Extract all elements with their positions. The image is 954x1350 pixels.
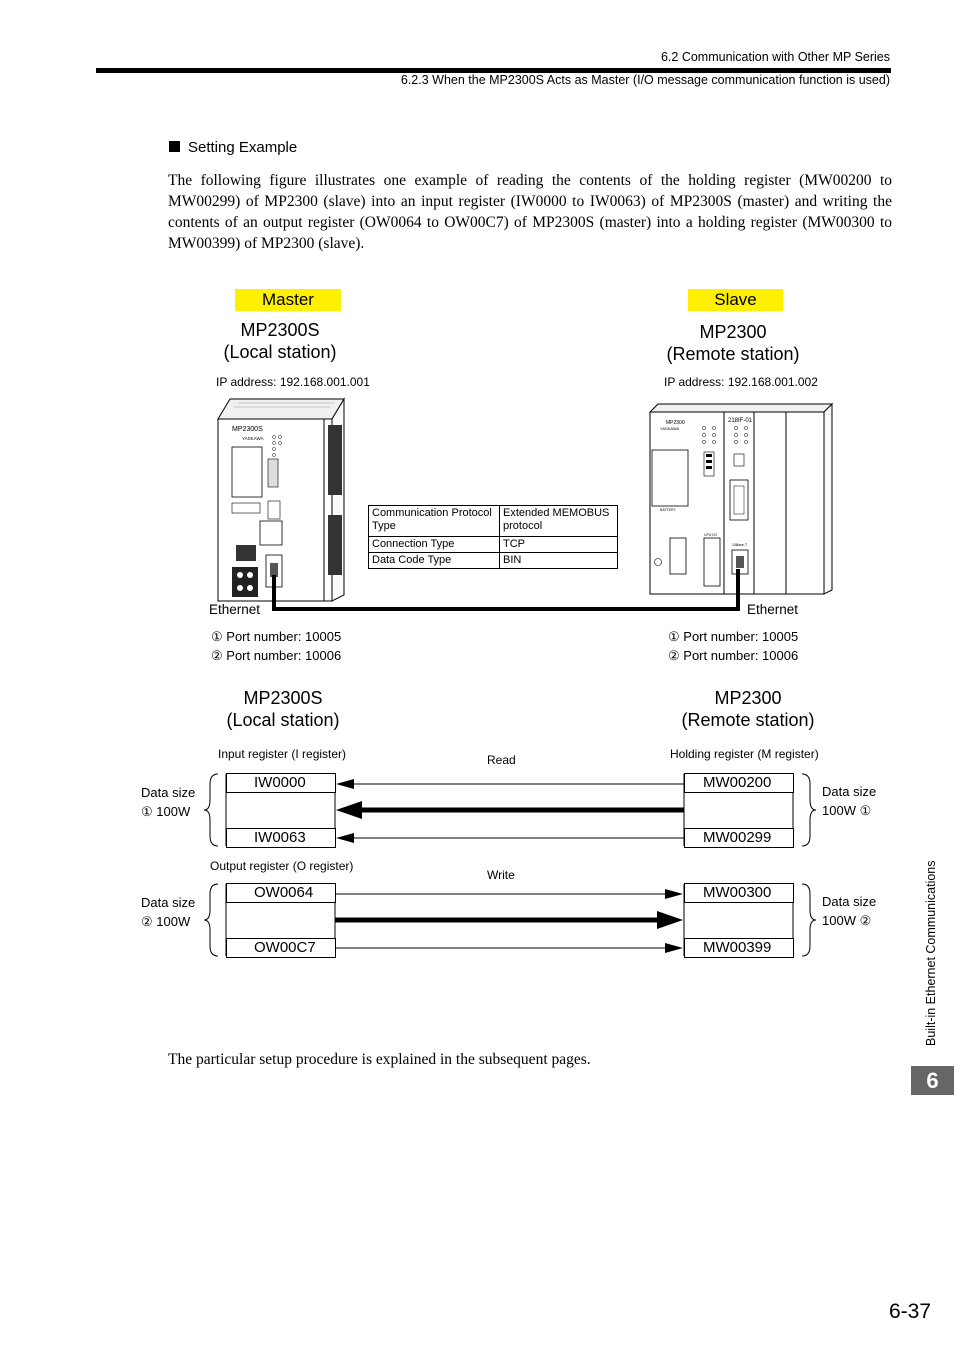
port-2-number: ② — [668, 648, 680, 663]
write-data-size-right: Data size 100W ② — [822, 892, 876, 930]
data-size-value: 100W ① — [822, 801, 876, 820]
register-iw0000: IW0000 — [226, 773, 336, 793]
mapping-slave-station: MP2300 (Remote station) — [653, 687, 843, 731]
chapter-tab: 6 — [911, 1066, 954, 1095]
section-title-text: Setting Example — [188, 139, 298, 156]
mapping-slave-station-type: (Remote station) — [681, 710, 815, 730]
slave-port-2: ② Port number: 10006 — [668, 646, 798, 665]
read-label: Read — [487, 753, 516, 767]
chapter-side-label: Built-in Ethernet Communications — [924, 860, 938, 1047]
register-mw00399: MW00399 — [684, 938, 794, 958]
size-value: 100W — [822, 913, 856, 928]
port-2-text: Port number: 10006 — [683, 648, 799, 663]
mp2300-port-text: 10Base-T — [732, 543, 748, 547]
header-rule — [96, 68, 891, 73]
master-model: MP2300S — [240, 320, 320, 340]
mp2300-brand: YASKAWA — [660, 426, 680, 431]
register-mw00200: MW00200 — [684, 773, 794, 793]
mapping-slave-model: MP2300 — [714, 688, 782, 708]
mp2300s-brand: YASKAWA — [242, 436, 264, 441]
port-1-text: Port number: 10005 — [683, 629, 799, 644]
port-1-number: ① — [668, 629, 680, 644]
port-1-text: Port number: 10005 — [226, 629, 342, 644]
register-mw00300: MW00300 — [684, 883, 794, 903]
data-size-label: Data size — [822, 894, 877, 909]
data-size-label: Data size — [822, 784, 877, 799]
table-cell-value: Extended MEMOBUS protocol — [499, 505, 618, 537]
port-2-number: ② — [211, 648, 223, 663]
master-ethernet-label: Ethernet — [209, 602, 261, 617]
table-row: Connection Type TCP — [368, 536, 618, 553]
register-mw00299: MW00299 — [684, 828, 794, 848]
port-ref-number: ② — [141, 914, 153, 929]
read-data-size-right: Data size 100W ① — [822, 782, 876, 820]
slave-ethernet-label: Ethernet — [747, 602, 799, 617]
mapping-master-station: MP2300S (Local station) — [188, 687, 378, 731]
table-row: Data Code Type BIN — [368, 552, 618, 569]
mp2300-device-illustration: MP2300 YASKAWA 218IF-01 BATTERY CPU I/O … — [648, 402, 834, 595]
ethernet-cable — [272, 569, 740, 611]
table-cell-value: BIN — [499, 552, 618, 569]
data-size-label: Data size — [141, 895, 196, 910]
data-size-value: ② 100W — [141, 912, 195, 931]
table-row: Communication Protocol Type Extended MEM… — [368, 505, 618, 537]
master-ip-address: IP address: 192.168.001.001 — [216, 375, 370, 389]
size-value: 100W — [822, 803, 856, 818]
read-data-size-left: Data size ① 100W — [141, 783, 195, 821]
table-cell-label: Communication Protocol Type — [368, 505, 500, 537]
master-port-numbers: ① Port number: 10005 ② Port number: 1000… — [211, 627, 341, 665]
slave-ip-address: IP address: 192.168.001.002 — [664, 375, 818, 389]
running-header-section: 6.2 Communication with Other MP Series — [660, 50, 890, 64]
mp2300s-label: MP2300S — [232, 426, 263, 433]
output-register-title: Output register (O register) — [210, 859, 354, 873]
slave-station-name: MP2300 (Remote station) — [638, 321, 828, 365]
square-bullet-icon — [169, 141, 180, 152]
port-ref-number: ① — [859, 803, 872, 818]
data-size-label: Data size — [141, 785, 196, 800]
table-cell-value: TCP — [499, 536, 618, 553]
communication-settings-table: Communication Protocol Type Extended MEM… — [368, 505, 618, 569]
master-port-1: ① Port number: 10005 — [211, 627, 341, 646]
register-ow0064: OW0064 — [226, 883, 336, 903]
section-title: Setting Example — [169, 139, 297, 156]
master-port-2: ② Port number: 10006 — [211, 646, 341, 665]
master-station-type: (Local station) — [223, 342, 337, 362]
mp2300s-device-illustration: MP2300S YASKAWA — [217, 397, 345, 602]
master-station-name: MP2300S (Local station) — [185, 319, 375, 363]
master-badge: Master — [235, 289, 341, 311]
slave-station-type: (Remote station) — [666, 344, 800, 364]
table-cell-label: Data Code Type — [368, 552, 500, 569]
page-number: 6-37 — [888, 1300, 931, 1323]
mapping-master-station-type: (Local station) — [226, 710, 340, 730]
register-ow00c7: OW00C7 — [226, 938, 336, 958]
mapping-master-model: MP2300S — [243, 688, 323, 708]
mp2300-cpu-io-label: CPU I/O — [704, 533, 717, 537]
register-mapping-diagram — [203, 773, 817, 957]
data-size-value: ① 100W — [141, 802, 195, 821]
port-ref-number: ① — [141, 804, 153, 819]
mp2300-battery-label: BATTERY — [660, 508, 676, 512]
size-value: 100W — [156, 914, 191, 929]
size-value: 100W — [156, 804, 191, 819]
input-register-title: Input register (I register) — [218, 747, 347, 761]
slave-model: MP2300 — [699, 322, 767, 342]
slave-port-numbers: ① Port number: 10005 ② Port number: 1000… — [668, 627, 798, 665]
holding-register-title: Holding register (M register) — [670, 747, 819, 761]
slave-badge: Slave — [688, 289, 783, 311]
port-1-number: ① — [211, 629, 223, 644]
table-cell-label: Connection Type — [368, 536, 500, 553]
register-iw0063: IW0063 — [226, 828, 336, 848]
closing-paragraph: The particular setup procedure is explai… — [168, 1051, 591, 1068]
port-ref-number: ② — [859, 913, 872, 928]
port-2-text: Port number: 10006 — [226, 648, 342, 663]
mp2300-label: MP2300 — [666, 420, 685, 426]
write-label: Write — [487, 868, 515, 882]
slave-port-1: ① Port number: 10005 — [668, 627, 798, 646]
mp2300-module-label: 218IF-01 — [728, 418, 753, 424]
data-size-value: 100W ② — [822, 911, 876, 930]
intro-paragraph: The following figure illustrates one exa… — [168, 172, 892, 252]
write-data-size-left: Data size ② 100W — [141, 893, 195, 931]
running-header-subsection: 6.2.3 When the MP2300S Acts as Master (I… — [400, 73, 890, 87]
